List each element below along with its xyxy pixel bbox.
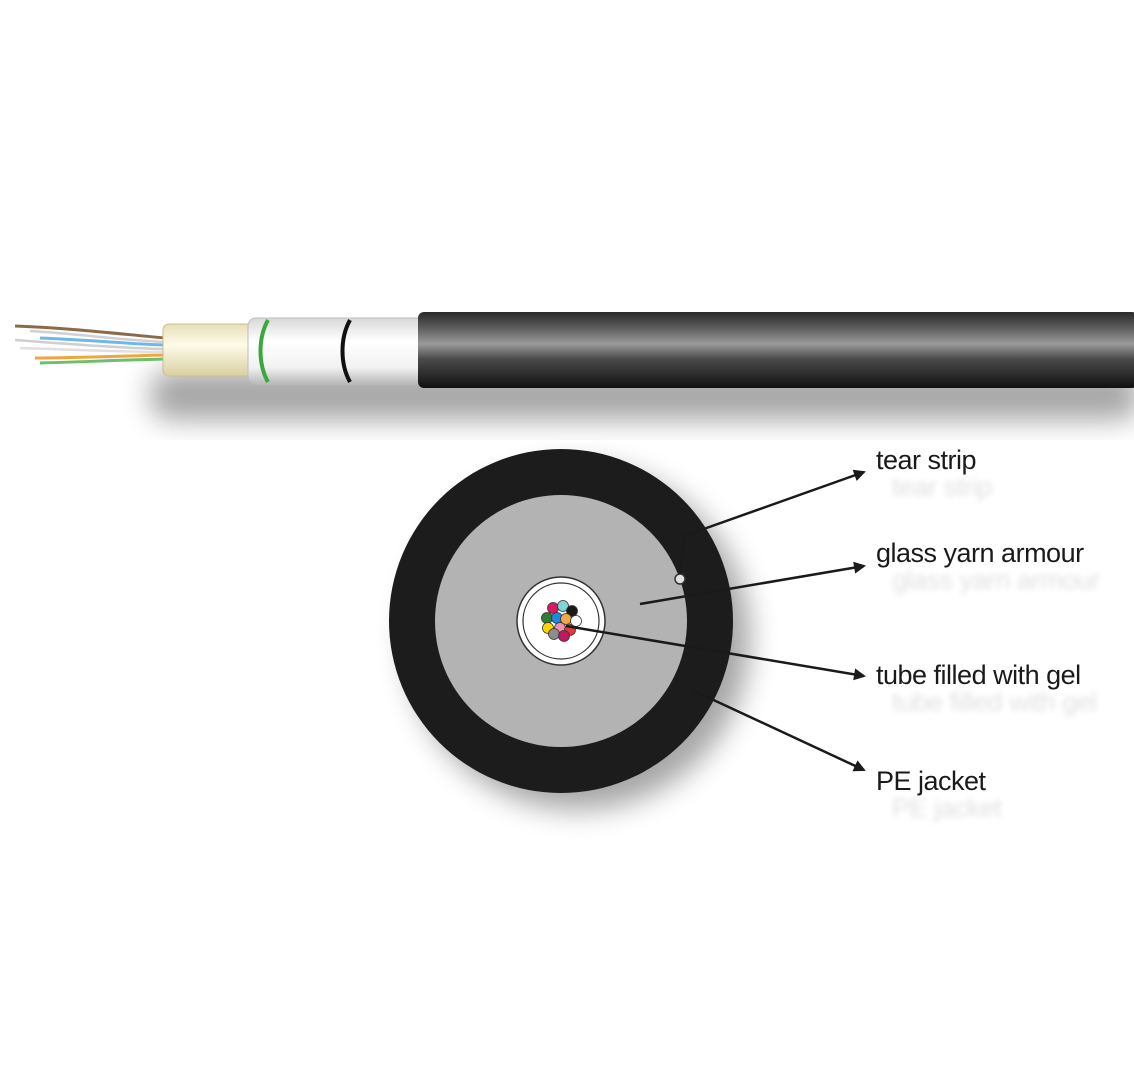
- green-marker-band: [258, 319, 270, 383]
- fiber-core: [566, 605, 578, 617]
- black-marker-band: [340, 319, 352, 383]
- label-tear-strip: tear strip: [876, 445, 976, 475]
- outer-jacket-side: [418, 312, 1134, 388]
- cable-side-view: [14, 312, 1134, 420]
- label-shadows: tear strip glass yarn armour tube filled…: [892, 472, 1101, 823]
- arrow-pe-jacket: [691, 688, 866, 772]
- fiber-bundle: [14, 324, 166, 365]
- fiber-core: [547, 602, 559, 614]
- aramid-yarn: [162, 323, 254, 377]
- arrow-tear-strip: [678, 469, 866, 575]
- label-tube-filled-with-gel: tube filled with gel: [876, 660, 1081, 690]
- arrow-tube-filled-with-gel: [565, 624, 866, 681]
- svg-text:PE jacket: PE jacket: [892, 793, 1003, 823]
- fiber-core: [548, 628, 560, 640]
- svg-text:glass yarn armour: glass yarn armour: [892, 565, 1100, 595]
- fiber-core: [541, 612, 553, 624]
- loose-tube: [247, 317, 429, 385]
- labels: tear strip glass yarn armour tube filled…: [876, 445, 1085, 796]
- svg-text:tear strip: tear strip: [892, 472, 992, 502]
- cable-cross-section: [389, 449, 750, 810]
- fiber-core: [557, 600, 569, 612]
- tear-strip-cord: [674, 573, 686, 585]
- label-pe-jacket: PE jacket: [876, 766, 987, 796]
- svg-text:tube filled with gel: tube filled with gel: [892, 687, 1097, 717]
- leader-lines: [565, 469, 866, 772]
- fiber-core: [558, 630, 570, 642]
- label-glass-yarn-armour: glass yarn armour: [876, 538, 1084, 568]
- arrow-glass-yarn-armour: [639, 561, 866, 606]
- tube-inner-wall: [522, 582, 600, 660]
